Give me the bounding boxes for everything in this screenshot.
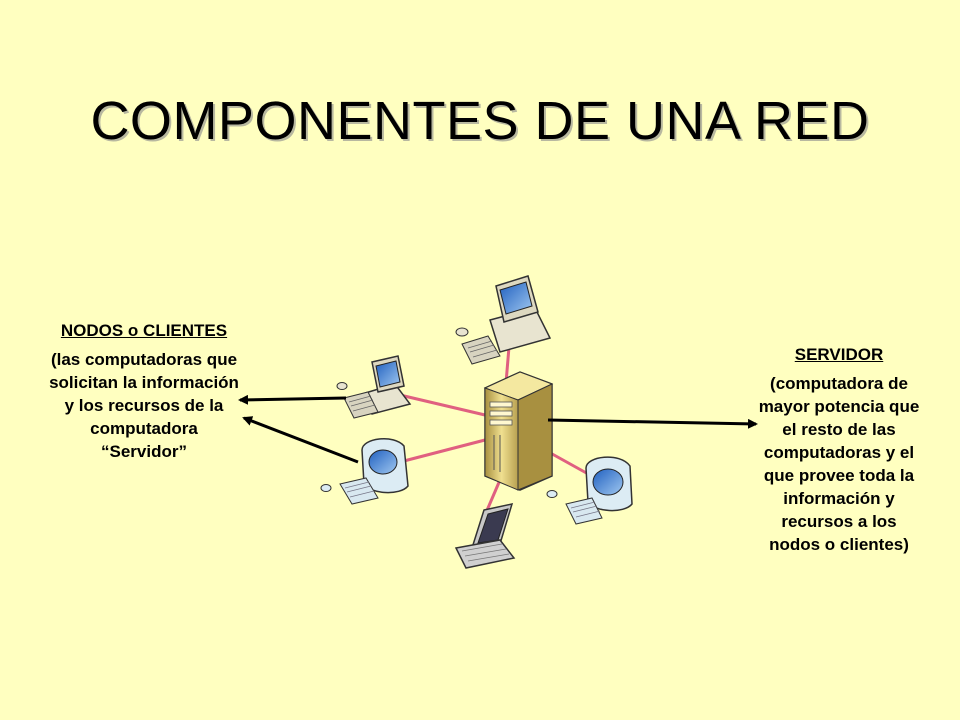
- arrow-icon: [238, 394, 347, 405]
- imac-computer-icon: [320, 438, 409, 505]
- arrows: [238, 394, 758, 464]
- server-description: (computadora de mayor potencia que el re…: [758, 374, 920, 554]
- clients-label-block: NODOS o CLIENTES (las computadoras que s…: [46, 319, 242, 463]
- link-line: [399, 393, 486, 417]
- desktop-computer-icon: [455, 275, 552, 365]
- server-tower-icon: [483, 371, 554, 491]
- desktop-computer-icon: [336, 355, 412, 419]
- server-heading: SERVIDOR: [794, 345, 884, 364]
- server-label-block: SERVIDOR (computadora de mayor potencia …: [754, 343, 924, 556]
- laptop-icon: [454, 503, 516, 569]
- imac-computer-icon: [546, 456, 633, 525]
- arrow-icon: [242, 416, 359, 464]
- clients-heading: NODOS o CLIENTES: [60, 321, 228, 340]
- page-title: COMPONENTES DE UNA RED: [90, 91, 870, 151]
- link-line: [399, 438, 486, 464]
- arrow-icon: [547, 418, 758, 429]
- clients-description: (las computadoras que solicitan la infor…: [49, 350, 239, 461]
